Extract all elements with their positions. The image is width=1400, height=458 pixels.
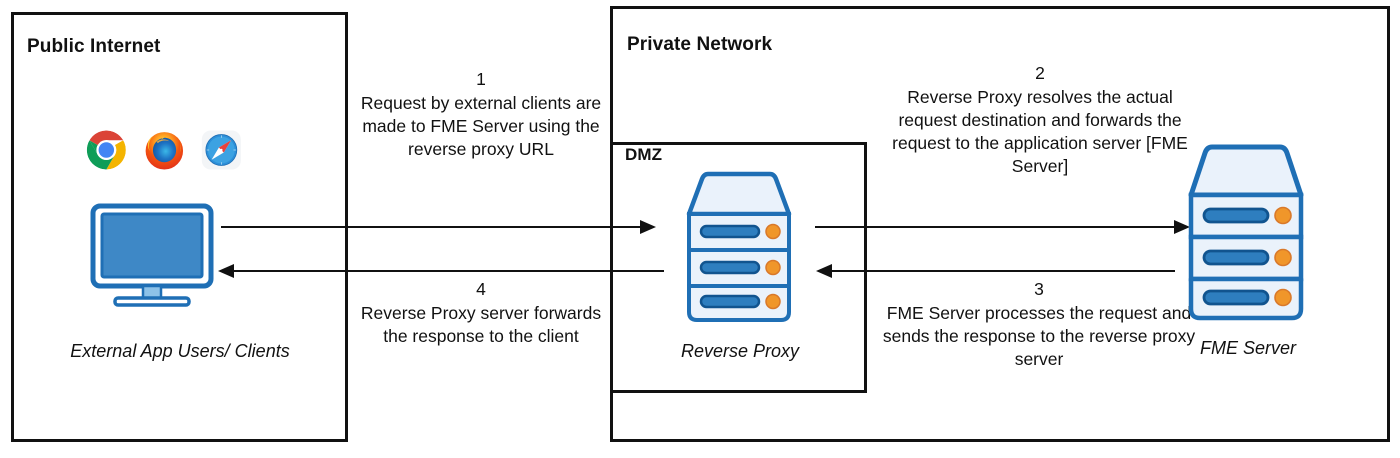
arrow-left-icon-step-4 xyxy=(218,264,234,278)
step-3-text: FME Server processes the request and sen… xyxy=(882,303,1196,369)
connector-line-step-2 xyxy=(815,226,1180,228)
zone-public-internet-label: Public Internet xyxy=(27,36,161,57)
step-3-annotation: 3 FME Server processes the request and s… xyxy=(880,278,1198,371)
step-4-text: Reverse Proxy server forwards the respon… xyxy=(360,303,602,346)
server-rack-icon-reverse-proxy xyxy=(686,171,792,322)
chrome-icon xyxy=(86,130,126,170)
caption-external-app-users: External App Users/ Clients xyxy=(70,341,290,361)
browser-icon-row xyxy=(86,126,242,174)
server-rack-icon-fme-server xyxy=(1188,144,1304,321)
step-1-annotation: 1 Request by external clients are made t… xyxy=(352,68,610,161)
step-1-text: Request by external clients are made to … xyxy=(360,93,602,159)
caption-reverse-proxy: Reverse Proxy xyxy=(680,341,800,361)
step-3-number: 3 xyxy=(1034,279,1044,299)
arrow-right-icon-step-1 xyxy=(640,220,656,234)
connector-line-step-4 xyxy=(232,270,664,272)
connector-line-step-1 xyxy=(221,226,646,228)
arrow-right-icon-step-2 xyxy=(1174,220,1190,234)
zone-dmz-label: DMZ xyxy=(625,145,663,164)
caption-fme-server: FME Server xyxy=(1199,338,1296,358)
step-1-number: 1 xyxy=(476,69,486,89)
step-4-number: 4 xyxy=(476,279,486,299)
connector-line-step-3 xyxy=(830,270,1175,272)
step-2-annotation: 2 Reverse Proxy resolves the actual requ… xyxy=(884,62,1196,178)
step-2-number: 2 xyxy=(1035,63,1045,83)
desktop-monitor-icon xyxy=(90,203,214,307)
step-4-annotation: 4 Reverse Proxy server forwards the resp… xyxy=(352,278,610,348)
zone-dmz xyxy=(610,142,867,393)
step-2-text: Reverse Proxy resolves the actual reques… xyxy=(892,87,1188,176)
zone-private-network-label: Private Network xyxy=(627,34,773,55)
safari-icon xyxy=(202,130,242,170)
arrow-left-icon-step-3 xyxy=(816,264,832,278)
firefox-icon xyxy=(145,132,183,170)
